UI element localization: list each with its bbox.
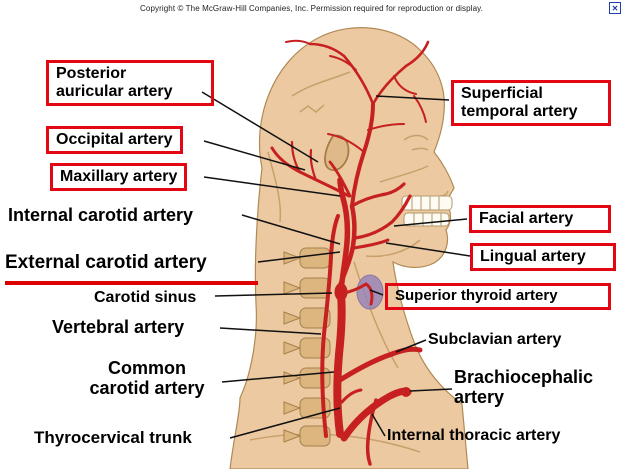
label-maxillary-artery: Maxillary artery — [50, 163, 188, 191]
close-icon[interactable]: ✕ — [609, 2, 621, 14]
lingual-artery — [352, 238, 390, 250]
label-internal-carotid-artery: Internal carotid artery — [8, 205, 194, 225]
occipital-branch — [290, 140, 302, 174]
leader-subclavian — [395, 339, 427, 353]
label-vertebral-artery: Vertebral artery — [52, 317, 185, 337]
label-carotid-sinus: Carotid sinus — [94, 289, 197, 306]
label-line: Superficial — [461, 85, 543, 102]
label-thyrocervical-trunk: Thyrocervical trunk — [34, 428, 192, 447]
label-common-carotid-artery: Common carotid artery — [72, 358, 222, 398]
leader-internal-thoracic — [371, 413, 386, 437]
label-facial-artery: Facial artery — [469, 205, 611, 233]
common-carotid-artery — [333, 290, 346, 438]
label-line: Posterior — [56, 65, 127, 82]
label-lingual-artery: Lingual artery — [470, 243, 616, 271]
label-line: auricular artery — [56, 82, 173, 100]
leader-superficial-temporal — [375, 95, 450, 101]
label-line: Common — [108, 358, 186, 378]
teeth — [401, 195, 453, 227]
artery-tree — [270, 39, 430, 466]
label-internal-thoracic-artery: Internal thoracic artery — [387, 427, 561, 444]
label-brachiocephalic-artery: Brachiocephalic artery — [454, 367, 593, 407]
leader-lines — [201, 91, 471, 439]
leader-external-carotid — [257, 251, 341, 263]
vertebral-artery — [320, 214, 340, 438]
leader-superior-thyroid — [369, 289, 384, 296]
label-line: Brachiocephalic — [454, 367, 594, 387]
leader-facial — [393, 218, 468, 227]
internal-thoracic-artery — [365, 398, 378, 466]
leader-occipital — [203, 140, 306, 171]
leader-thyrocervical — [229, 407, 341, 439]
label-line: temporal artery — [461, 102, 578, 120]
leader-brachiocephalic — [409, 388, 453, 392]
leader-common-carotid — [221, 371, 335, 383]
temporal-branches — [308, 40, 430, 106]
leader-carotid-sinus — [214, 292, 333, 297]
leader-internal-carotid — [241, 214, 341, 245]
superior-thyroid-artery — [338, 282, 374, 306]
red-underline — [5, 281, 258, 285]
maxillary-artery — [350, 182, 406, 208]
leader-lingual — [385, 242, 471, 257]
leader-maxillary — [203, 176, 341, 197]
thyrocervical-trunk — [340, 388, 363, 404]
label-external-carotid-artery: External carotid artery — [5, 252, 207, 273]
thyroid-gland — [356, 274, 384, 310]
label-line: artery — [454, 387, 505, 408]
internal-carotid-artery — [337, 177, 351, 293]
occipital-branch — [309, 148, 318, 182]
posterior-auricular-artery — [328, 160, 352, 198]
brachiocephalic-stub — [401, 387, 411, 397]
label-occipital-artery: Occipital artery — [46, 126, 183, 154]
label-subclavian-artery: Subclavian artery — [428, 331, 562, 348]
external-carotid-artery — [336, 203, 357, 291]
label-posterior-auricular-artery: Posterior auricular artery — [46, 60, 214, 106]
copyright-text: Copyright © The McGraw-Hill Companies, I… — [140, 4, 483, 13]
label-superficial-temporal-artery: Superficial temporal artery — [451, 80, 611, 126]
label-line: carotid artery — [89, 378, 205, 399]
leader-vertebral — [219, 327, 322, 335]
leader-posterior-auricular — [201, 91, 319, 163]
facial-artery — [353, 194, 412, 240]
label-superior-thyroid-artery: Superior thyroid artery — [385, 283, 611, 310]
subclavian-artery — [337, 346, 423, 383]
